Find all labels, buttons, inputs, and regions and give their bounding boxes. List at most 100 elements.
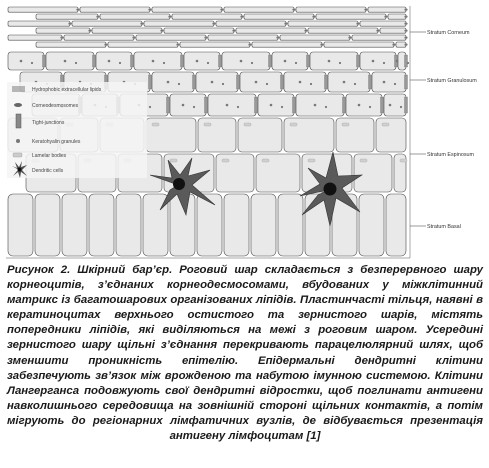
dendritic-cell-left <box>149 157 216 217</box>
granular-cell <box>345 93 383 117</box>
granular-cell <box>371 71 407 93</box>
lamellar-body <box>289 122 298 127</box>
corneodesmosome <box>404 43 408 46</box>
corneocyte <box>143 20 215 27</box>
tight-junction <box>268 54 272 68</box>
tight-junction <box>218 54 222 68</box>
keratohyalin-granule <box>118 61 122 65</box>
basal-cell <box>34 193 61 257</box>
label-stratum-corneum: Stratum Corneum <box>427 30 470 36</box>
granular-cell <box>133 51 183 71</box>
corneodesmosome <box>96 15 100 18</box>
granular-cell <box>7 51 45 71</box>
basal-cell <box>358 193 385 257</box>
tight-junction <box>236 74 240 90</box>
corneodesmosome <box>276 36 280 39</box>
corneodesmosome <box>392 43 396 46</box>
lamellar-body <box>381 122 390 127</box>
corneodesmosome <box>104 43 108 46</box>
tight-junction <box>280 74 284 90</box>
label-stratum-spinosum: Stratum Espinosum <box>427 152 475 158</box>
tight-junction <box>368 74 372 90</box>
tight-junction <box>192 74 196 90</box>
granular-cell <box>195 71 239 93</box>
tight-junction <box>292 96 296 114</box>
keratohyalin-granule <box>382 61 386 65</box>
tight-junction <box>404 54 408 68</box>
keratohyalin-granule <box>151 59 155 63</box>
corneodesmosome <box>132 36 136 39</box>
corneocyte <box>163 27 235 34</box>
corneodesmosome <box>160 29 164 32</box>
corneodesmosome <box>348 36 352 39</box>
corneocyte <box>107 41 179 48</box>
corneodesmosome <box>404 36 408 39</box>
granular-cell <box>45 51 95 71</box>
corneocyte <box>71 20 143 27</box>
keratohyalin-granule <box>107 59 111 63</box>
keratohyalin-granule <box>148 105 152 109</box>
keratohyalin-granule <box>280 105 284 109</box>
tight-junction <box>404 96 408 114</box>
lamellar-body <box>359 158 368 163</box>
tight-junction <box>204 96 208 114</box>
corneocyte <box>91 27 163 34</box>
keratohyalin-granule <box>181 103 185 107</box>
corneodesmosome <box>212 22 216 25</box>
corneodesmosome <box>68 22 72 25</box>
corneocyte <box>63 34 135 41</box>
keratohyalin-granule <box>283 59 287 63</box>
corneodesmosome <box>404 8 408 11</box>
spinous-cell <box>335 117 375 153</box>
keratohyalin-granule <box>254 80 258 84</box>
keratohyalin-granule <box>342 80 346 84</box>
corneocyte <box>7 6 79 13</box>
legend-label-tight-junctions: Tight-junctions <box>32 120 65 126</box>
keratohyalin-granule <box>269 103 273 107</box>
corneocyte <box>35 13 99 20</box>
lamellar-body <box>221 158 230 163</box>
stratum-labels: Stratum Corneum Stratum Granulosum Strat… <box>410 30 477 230</box>
corneocyte <box>207 34 279 41</box>
basal-cell <box>250 193 277 257</box>
keratohyalin-granule-icon <box>16 139 20 143</box>
granular-cell <box>95 51 133 71</box>
lamellar-body <box>243 122 252 127</box>
tight-junction <box>42 54 46 68</box>
corneocyte <box>359 20 407 27</box>
corneocyte <box>7 34 63 41</box>
corneodesmosome <box>404 29 408 32</box>
corneodesmosome <box>176 43 180 46</box>
keratohyalin-granule <box>338 61 342 65</box>
legend-label-keratohyalin: Keratohyalin granules <box>32 139 81 145</box>
keratohyalin-granule <box>239 59 243 63</box>
lamellar-body <box>399 158 408 163</box>
basal-cell <box>115 193 142 257</box>
corneodesmosome <box>404 22 408 25</box>
corneocyte <box>315 13 387 20</box>
tight-junction <box>356 54 360 68</box>
granular-cell <box>383 93 407 117</box>
basal-cell <box>196 193 223 257</box>
lamellar-body-icon <box>12 152 23 158</box>
corneodesmosome <box>320 43 324 46</box>
corneocyte <box>223 6 295 13</box>
corneocyte <box>351 34 407 41</box>
lamellar-body <box>307 158 316 163</box>
keratohyalin-granule <box>327 59 331 63</box>
corneodesmosome <box>148 8 152 11</box>
keratohyalin-granule <box>63 59 67 63</box>
lamellar-body <box>169 158 178 163</box>
corneocyte <box>215 20 287 27</box>
granular-cell <box>207 93 257 117</box>
keratohyalin-granule <box>393 82 397 86</box>
corneodesmosome <box>232 29 236 32</box>
granular-cell <box>271 51 309 71</box>
corneocyte <box>279 34 351 41</box>
corneodesmosome <box>356 22 360 25</box>
granular-cell <box>327 71 371 93</box>
spinous-cell <box>353 153 393 193</box>
keratohyalin-granule <box>357 103 361 107</box>
corneocyte <box>135 34 207 41</box>
